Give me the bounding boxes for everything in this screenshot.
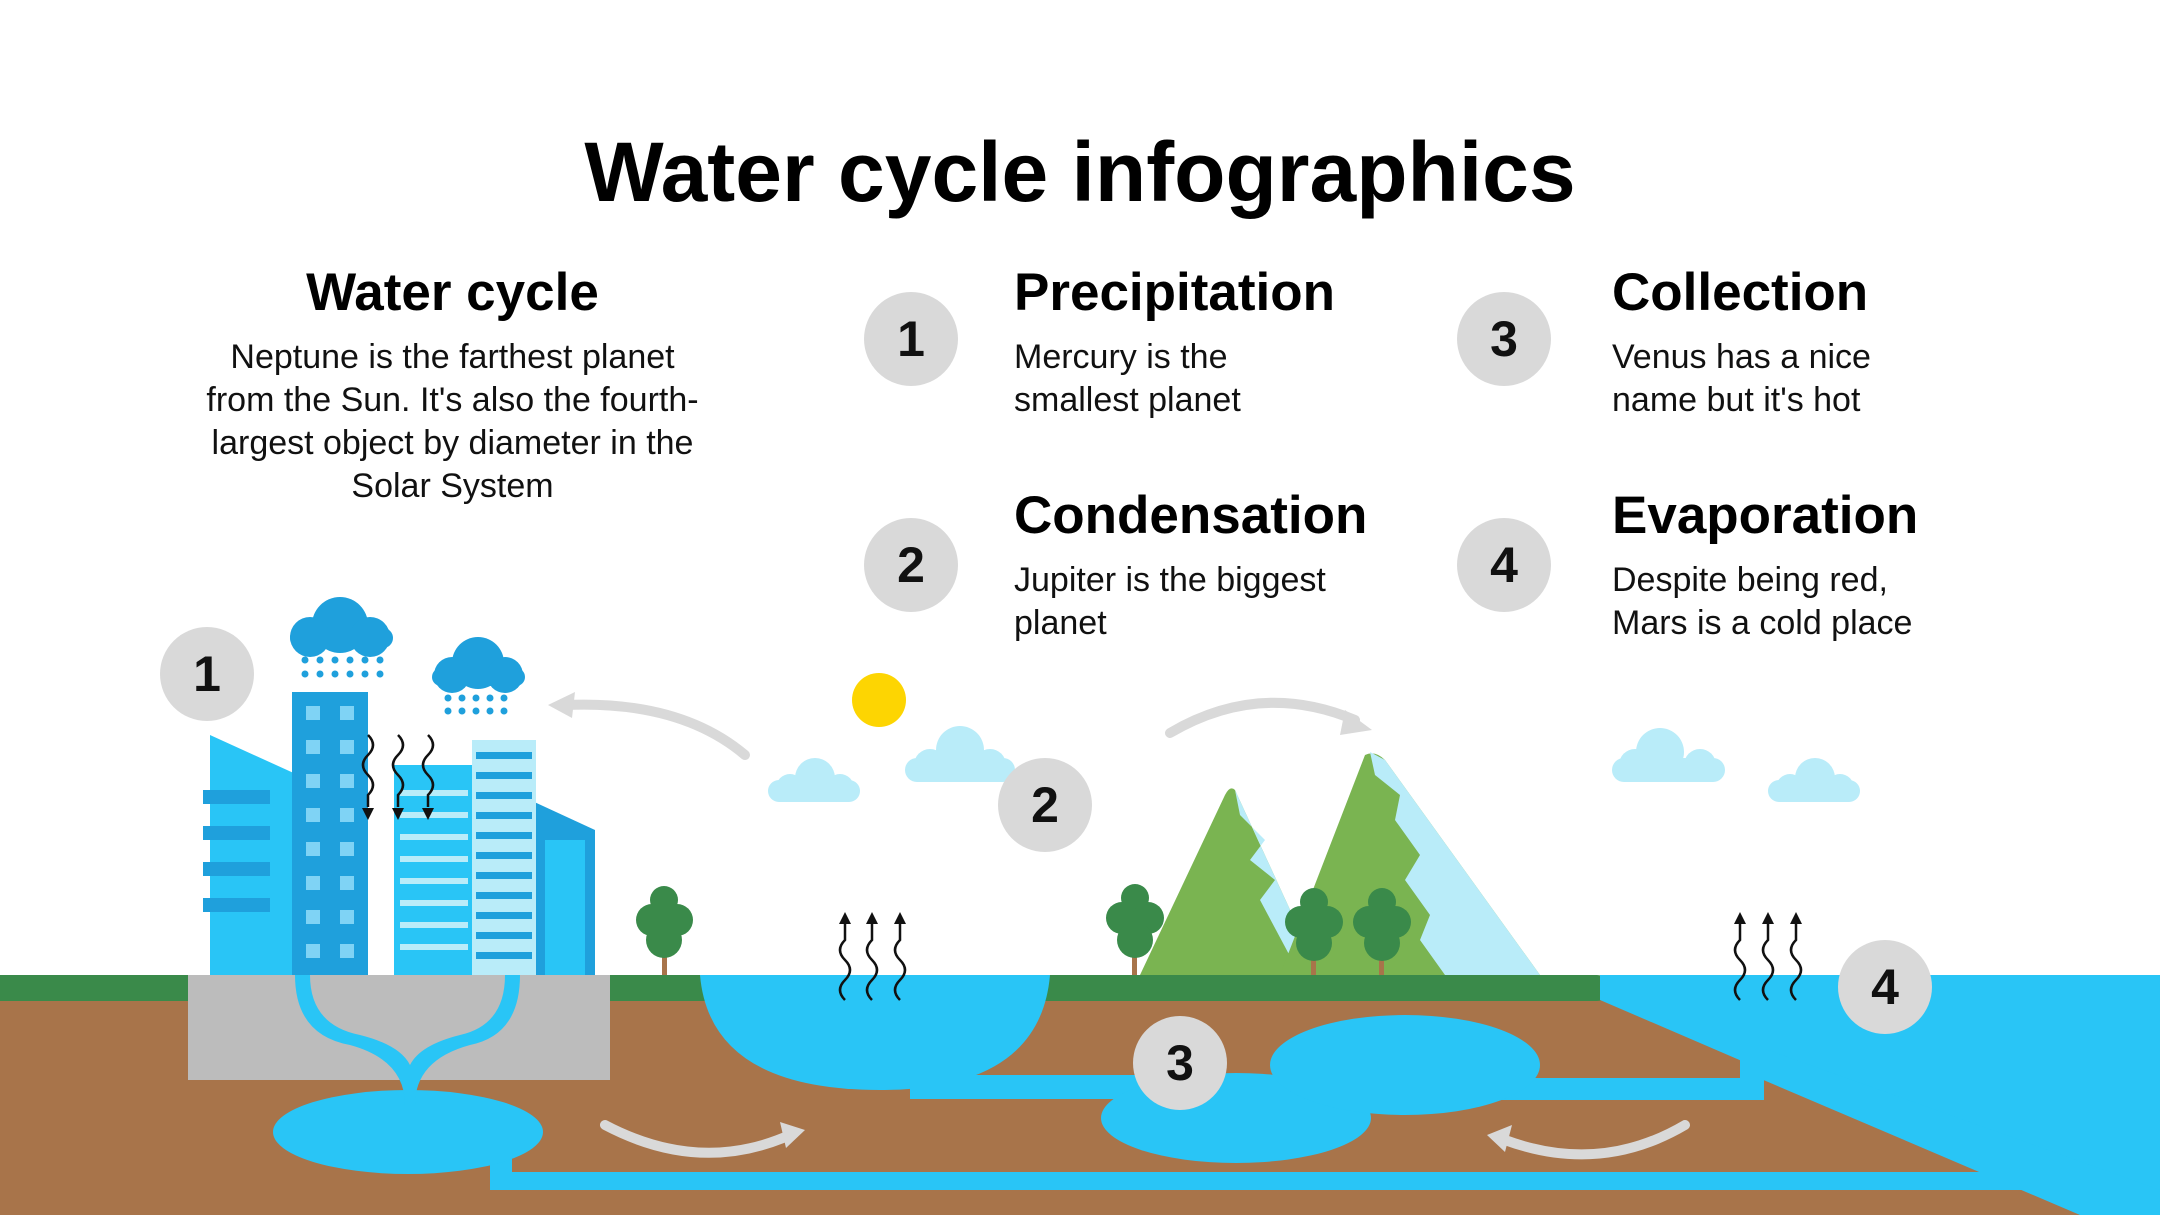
step-text-evaporation: Despite being red, Mars is a cold place	[1612, 561, 1913, 642]
flow-arrowhead	[1340, 710, 1372, 735]
step-text-collection: Venus has a nice name but it's hot	[1612, 338, 1871, 419]
aquifer-right	[1270, 1015, 1540, 1115]
tree-mountain-3	[1353, 888, 1411, 975]
sun-icon	[852, 673, 906, 727]
building-balcony-3	[203, 862, 270, 876]
evaporation-arrows-sea-icon	[1733, 922, 1803, 1001]
step-heading-evaporation: Evaporation	[1612, 486, 1919, 545]
step-heading-precipitation: Precipitation	[1014, 263, 1336, 322]
step-number-badge-4: 4	[1457, 518, 1551, 612]
building-balcony-4	[203, 898, 270, 912]
intro-text: Neptune is the farthest planet from the …	[206, 338, 699, 505]
step-heading-condensation: Condensation	[1014, 486, 1368, 545]
intro-heading: Water cycle	[306, 263, 599, 322]
diagram-marker-4: 4	[1838, 940, 1932, 1034]
cloud-icon	[905, 726, 1015, 782]
step-text-condensation: Jupiter is the biggest planet	[1014, 561, 1326, 642]
rain-cloud-small-icon	[432, 637, 525, 693]
flow-arrowhead	[1487, 1125, 1512, 1152]
building-gap	[368, 760, 396, 975]
building-tall	[292, 692, 368, 975]
mountains-icon	[1140, 752, 1540, 975]
step-number-badge-3: 3	[1457, 292, 1551, 386]
rain-drops-large	[301, 656, 384, 678]
step-text-precipitation: Mercury is the smallest planet	[1014, 338, 1241, 419]
step-number-badge-2: 2	[864, 518, 958, 612]
evaporation-arrows-lake-icon	[838, 922, 907, 1001]
building-tall-windows	[306, 706, 354, 958]
building-right-face	[545, 840, 585, 975]
step-number-badge-1: 1	[864, 292, 958, 386]
tree-mountain-1	[1106, 884, 1164, 975]
cloud-icon	[768, 758, 860, 802]
diagram-marker-2: 2	[998, 758, 1092, 852]
tree-city	[636, 886, 693, 975]
building-balcony-2	[203, 826, 270, 840]
cloud-icon	[1612, 728, 1725, 782]
grass-strip-middle	[1030, 975, 1610, 1001]
cloud-icon	[1768, 758, 1860, 802]
diagram-marker-1: 1	[160, 627, 254, 721]
rain-drops-small	[444, 694, 508, 715]
aquifer-left	[273, 1090, 543, 1174]
page-title: Water cycle infographics	[584, 125, 1576, 219]
building-mid-stripes	[400, 790, 468, 950]
building-mid	[394, 765, 474, 975]
flow-arrowhead	[780, 1122, 805, 1148]
flow-arrowhead	[548, 692, 575, 718]
rain-cloud-large-icon	[290, 597, 393, 657]
tree-mountain-2	[1285, 888, 1343, 975]
diagram-marker-3: 3	[1133, 1016, 1227, 1110]
step-heading-collection: Collection	[1612, 263, 1869, 322]
flow-arrows	[560, 697, 1690, 1160]
lake	[700, 975, 1050, 1090]
sea-pipe	[1740, 1040, 2160, 1215]
precipitation-arrows-icon	[361, 734, 435, 807]
channel-bottom	[490, 1172, 2050, 1190]
building-balcony-1	[203, 790, 270, 804]
building-striped-lines	[476, 752, 532, 959]
city-drain-pipe	[295, 975, 520, 1105]
